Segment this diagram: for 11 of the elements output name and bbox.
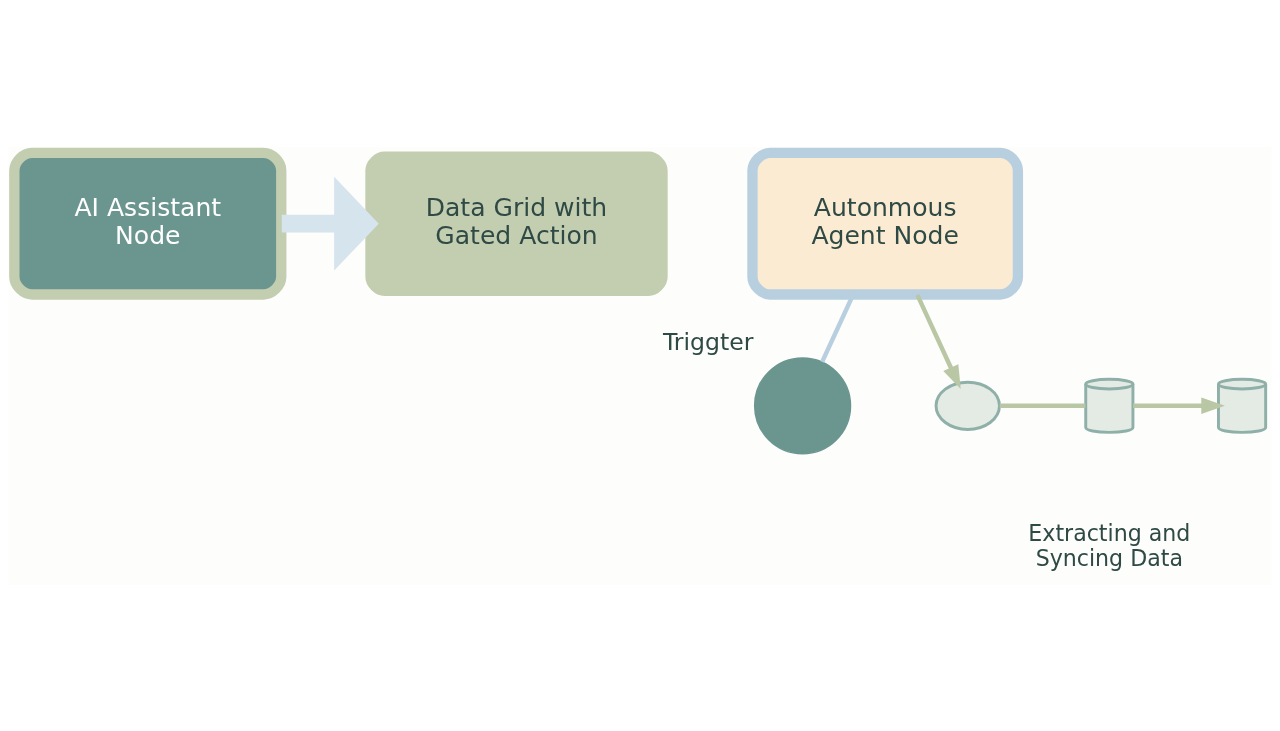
- node-circle: [753, 356, 852, 454]
- arrow: [1133, 397, 1225, 414]
- node-label: Triggter: [662, 327, 754, 356]
- node-box: Data Grid with Gated Action: [365, 150, 668, 296]
- connector: [999, 403, 1086, 408]
- arrow: [915, 293, 961, 389]
- arrow: [281, 176, 379, 271]
- node-cloud: [934, 380, 1001, 431]
- label: Extracting and Syncing Data: [1028, 519, 1191, 571]
- node-box: Autonmous Agent Node: [747, 147, 1024, 300]
- node-box: AI Assistant Node: [9, 147, 287, 300]
